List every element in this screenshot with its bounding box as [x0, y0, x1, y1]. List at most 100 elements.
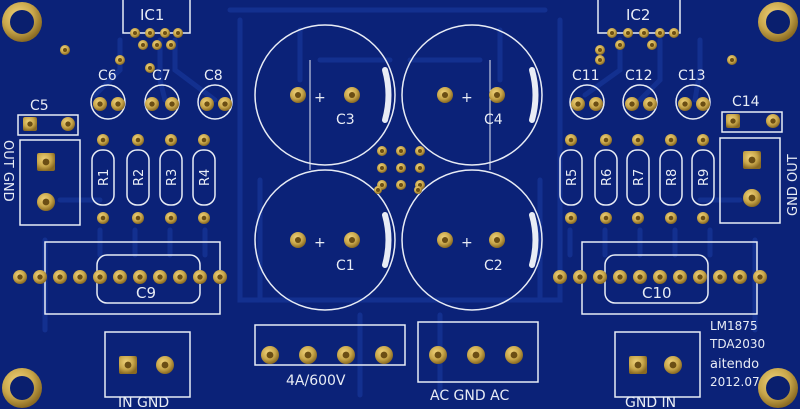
label-r6: R6 — [600, 169, 615, 186]
c6-outline — [90, 84, 126, 120]
round-pad — [377, 146, 387, 156]
power-terminal-outline — [254, 324, 406, 366]
c7-outline — [144, 84, 180, 120]
label-gnd-in: GND IN — [625, 395, 676, 409]
c3-outline — [254, 24, 396, 166]
round-pad — [374, 186, 382, 194]
round-pad — [571, 97, 585, 111]
label-r7: R7 — [632, 169, 647, 186]
label-r2: R2 — [132, 169, 147, 186]
label-c7: C7 — [152, 68, 171, 84]
label-c1: C1 — [336, 258, 355, 274]
round-pad — [132, 134, 144, 146]
label-c4: C4 — [484, 112, 503, 128]
label-ic1: IC1 — [140, 6, 164, 24]
c13-outline — [675, 84, 711, 120]
round-pad — [53, 270, 67, 284]
round-pad — [156, 356, 174, 374]
round-pad — [198, 134, 210, 146]
round-pad — [607, 28, 617, 38]
round-pad — [153, 270, 167, 284]
label-c8: C8 — [204, 68, 223, 84]
r4-outline — [192, 149, 216, 206]
r6-outline — [594, 149, 618, 206]
label-r1: R1 — [97, 169, 112, 186]
pcb-divider-lines — [309, 60, 491, 170]
mounting-hole-bore — [766, 376, 790, 400]
round-pad — [593, 270, 607, 284]
round-pad — [653, 270, 667, 284]
round-pad — [37, 193, 55, 211]
round-pad — [337, 346, 355, 364]
round-pad — [437, 232, 453, 248]
round-pad — [713, 270, 727, 284]
round-pad — [344, 232, 360, 248]
round-pad — [573, 270, 587, 284]
round-pad — [344, 87, 360, 103]
round-pad — [595, 55, 605, 65]
round-pad — [173, 270, 187, 284]
label-r3: R3 — [165, 169, 180, 186]
c11-outline — [569, 84, 605, 120]
label-plus-c2: + — [461, 235, 473, 251]
label-c14: C14 — [732, 94, 760, 110]
r3-outline — [159, 149, 183, 206]
round-pad — [655, 28, 665, 38]
r9-outline — [691, 149, 715, 206]
round-pad — [133, 270, 147, 284]
round-pad — [613, 270, 627, 284]
round-pad — [166, 40, 176, 50]
c14-outline — [721, 111, 783, 133]
round-pad — [565, 134, 577, 146]
ac-terminal-outline — [417, 321, 539, 383]
round-pad — [218, 97, 232, 111]
round-pad — [639, 28, 649, 38]
round-pad — [165, 97, 179, 111]
round-pad — [290, 87, 306, 103]
round-pad — [467, 346, 485, 364]
round-pad — [665, 134, 677, 146]
c8-outline — [197, 84, 233, 120]
round-pad — [589, 97, 603, 111]
round-pad — [437, 87, 453, 103]
r5-outline — [559, 149, 583, 206]
label-plus-c3: + — [314, 90, 326, 106]
round-pad — [565, 212, 577, 224]
round-pad — [766, 114, 780, 128]
round-pad — [600, 212, 612, 224]
round-pad — [377, 163, 387, 173]
c5-outline — [17, 114, 79, 136]
round-pad — [93, 270, 107, 284]
round-pad — [173, 28, 183, 38]
mounting-hole-bore — [766, 10, 790, 34]
round-pad — [138, 40, 148, 50]
round-pad — [213, 270, 227, 284]
round-pad — [115, 55, 125, 65]
label-c10: C10 — [642, 284, 672, 302]
label-c12: C12 — [625, 68, 653, 84]
round-pad — [429, 346, 447, 364]
round-pad — [73, 270, 87, 284]
round-pad — [60, 45, 70, 55]
in-terminal-left-outline — [104, 331, 191, 398]
label-r8: R8 — [665, 169, 680, 186]
round-pad — [632, 212, 644, 224]
square-pad — [119, 356, 137, 374]
round-pad — [97, 212, 109, 224]
round-pad — [290, 232, 306, 248]
round-pad — [396, 146, 406, 156]
round-pad — [93, 97, 107, 111]
round-pad — [733, 270, 747, 284]
label-chip-2: TDA2030 — [709, 337, 765, 351]
label-plus-c4: + — [461, 90, 473, 106]
label-r9: R9 — [697, 169, 712, 186]
r1-outline — [91, 149, 115, 206]
round-pad — [145, 63, 155, 73]
round-pad — [743, 189, 761, 207]
round-pad — [261, 346, 279, 364]
round-pad — [625, 97, 639, 111]
label-c9: C9 — [136, 284, 156, 302]
round-pad — [152, 40, 162, 50]
